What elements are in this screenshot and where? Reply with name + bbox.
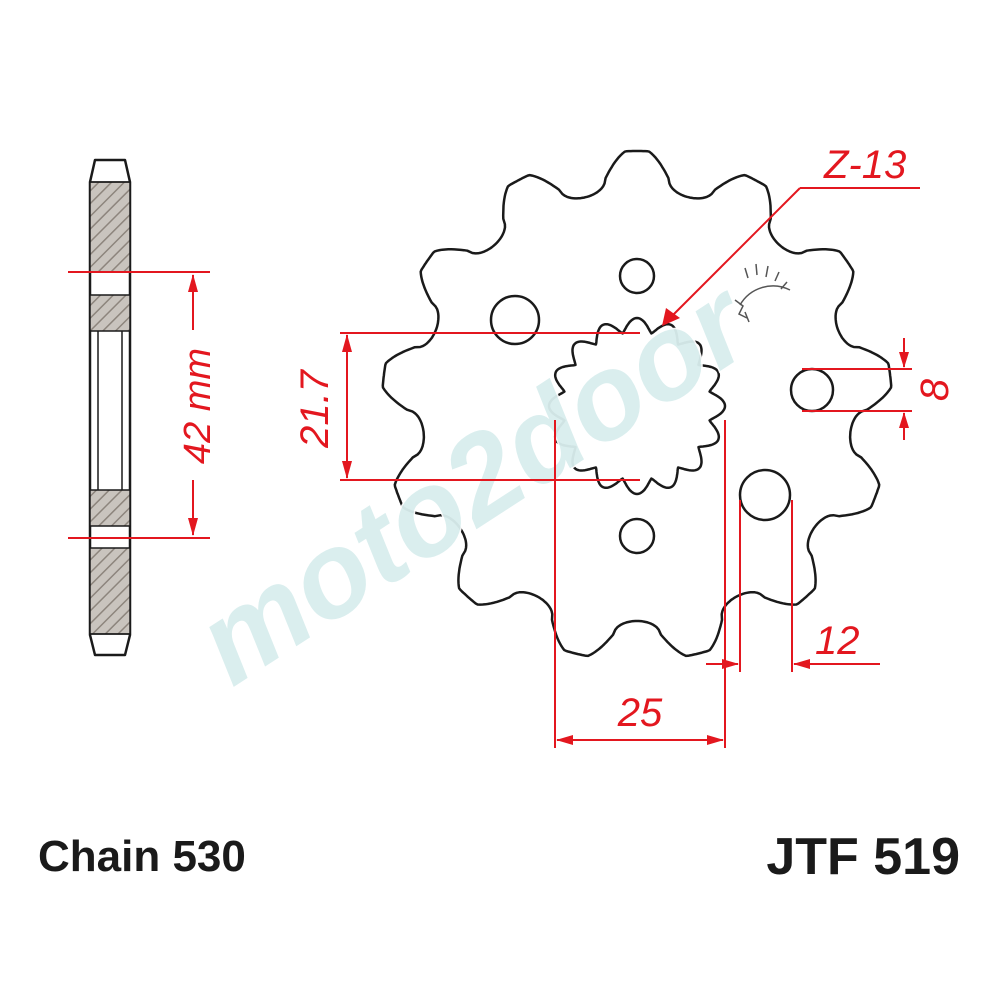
side-hub-upper-hatch — [89, 294, 131, 332]
side-height-label: 42 mm — [177, 348, 219, 464]
lightening-hole-lower-right — [738, 468, 792, 522]
side-profile-view — [88, 158, 132, 657]
spline-diameter-label: 21.7 — [293, 368, 337, 449]
spline-bore — [547, 316, 727, 496]
hole-spacing-dimension — [706, 500, 880, 672]
mounting-hole-top — [618, 257, 656, 295]
side-tooth-upper-hatch — [89, 181, 131, 273]
lightening-hole-right — [789, 367, 835, 413]
part-number-caption: JTF 519 — [766, 828, 960, 886]
sprocket-front-view — [381, 149, 893, 658]
side-height-dimension — [68, 271, 210, 539]
side-profile-outline — [88, 158, 132, 657]
mounting-hole-bottom — [618, 517, 656, 555]
tooth-count-leader — [662, 187, 920, 326]
side-hub-lower-hatch — [89, 489, 131, 527]
hole-diameter-label: 8 — [913, 378, 957, 401]
spline-diameter-dimension — [340, 332, 640, 481]
spline-width-label: 25 — [617, 691, 663, 735]
lightening-hole-left — [489, 294, 541, 346]
side-tooth-lower-hatch — [89, 547, 131, 635]
chain-size-caption: Chain 530 — [38, 832, 246, 881]
hole-spacing-label: 12 — [815, 619, 860, 663]
tooth-count-label: Z-13 — [823, 143, 906, 187]
maker-logo — [734, 263, 791, 323]
spline-width-dimension — [554, 420, 726, 748]
hole-diameter-dimension — [802, 338, 912, 440]
